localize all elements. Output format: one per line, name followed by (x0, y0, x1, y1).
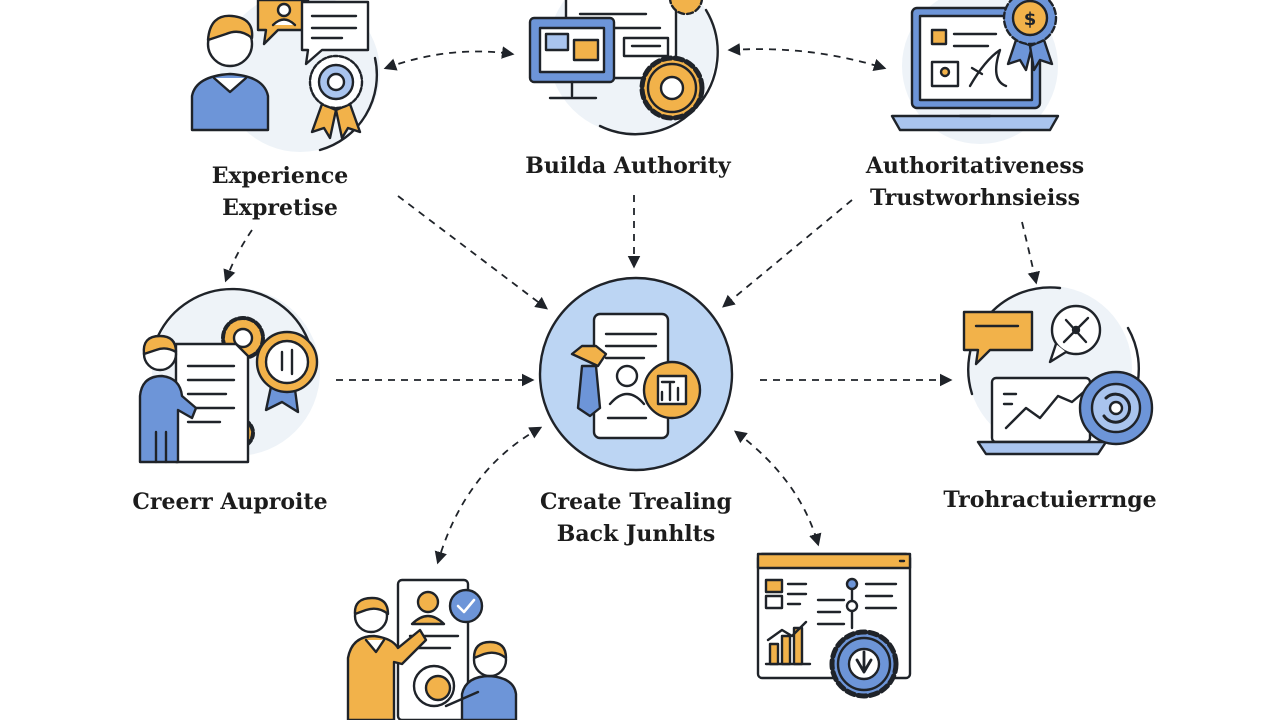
arrow-center-analytics (733, 430, 822, 547)
arrow-experience-authority (383, 46, 515, 71)
career-label-line-1: Creerr Auproite (132, 489, 328, 515)
authority-label-line-1: Builda Authority (525, 153, 731, 179)
laptop-chat-chart-icon (962, 286, 1154, 456)
person-document-award-icon (138, 287, 320, 464)
person-badge-chat-icon (190, 0, 380, 152)
document-tie-profile-icon (538, 276, 734, 472)
browser-chart-gear-icon (756, 552, 912, 699)
svg-text:$: $ (1024, 9, 1037, 30)
interaction-label: Trohractuierrnge (920, 484, 1180, 516)
trust-label-line-2: Trustworhnsieiss (870, 185, 1080, 211)
center-label-line-2: Back Junhlts (556, 521, 716, 547)
people-document-icon (346, 578, 518, 720)
arrow-center-people (434, 426, 543, 565)
authority-label: Builda Authority (498, 150, 758, 182)
arrow-trust-interaction (1021, 221, 1040, 285)
arrow-experience-career (223, 229, 253, 283)
arrow-experience-center (397, 195, 549, 310)
trust-label: Authoritativeness Trustworhnsieiss (840, 150, 1110, 214)
laptop-dollar-badge-icon: $ (890, 0, 1060, 144)
center-label-line-1: Create Trealing (540, 489, 732, 515)
monitor-gear-icon (528, 0, 719, 136)
arrow-authority-trust (727, 43, 887, 72)
experience-label: Experience Expretise (180, 160, 380, 224)
career-label: Creerr Auproite (110, 486, 350, 518)
interaction-label-line-1: Trohractuierrnge (943, 487, 1157, 513)
arrow-trust-center (722, 199, 853, 308)
trust-label-line-1: Authoritativeness (865, 153, 1085, 179)
experience-label-line-1: Experience (211, 163, 349, 189)
center-label: Create Trealing Back Junhlts (516, 486, 756, 550)
experience-label-line-2: Expretise (222, 195, 338, 221)
